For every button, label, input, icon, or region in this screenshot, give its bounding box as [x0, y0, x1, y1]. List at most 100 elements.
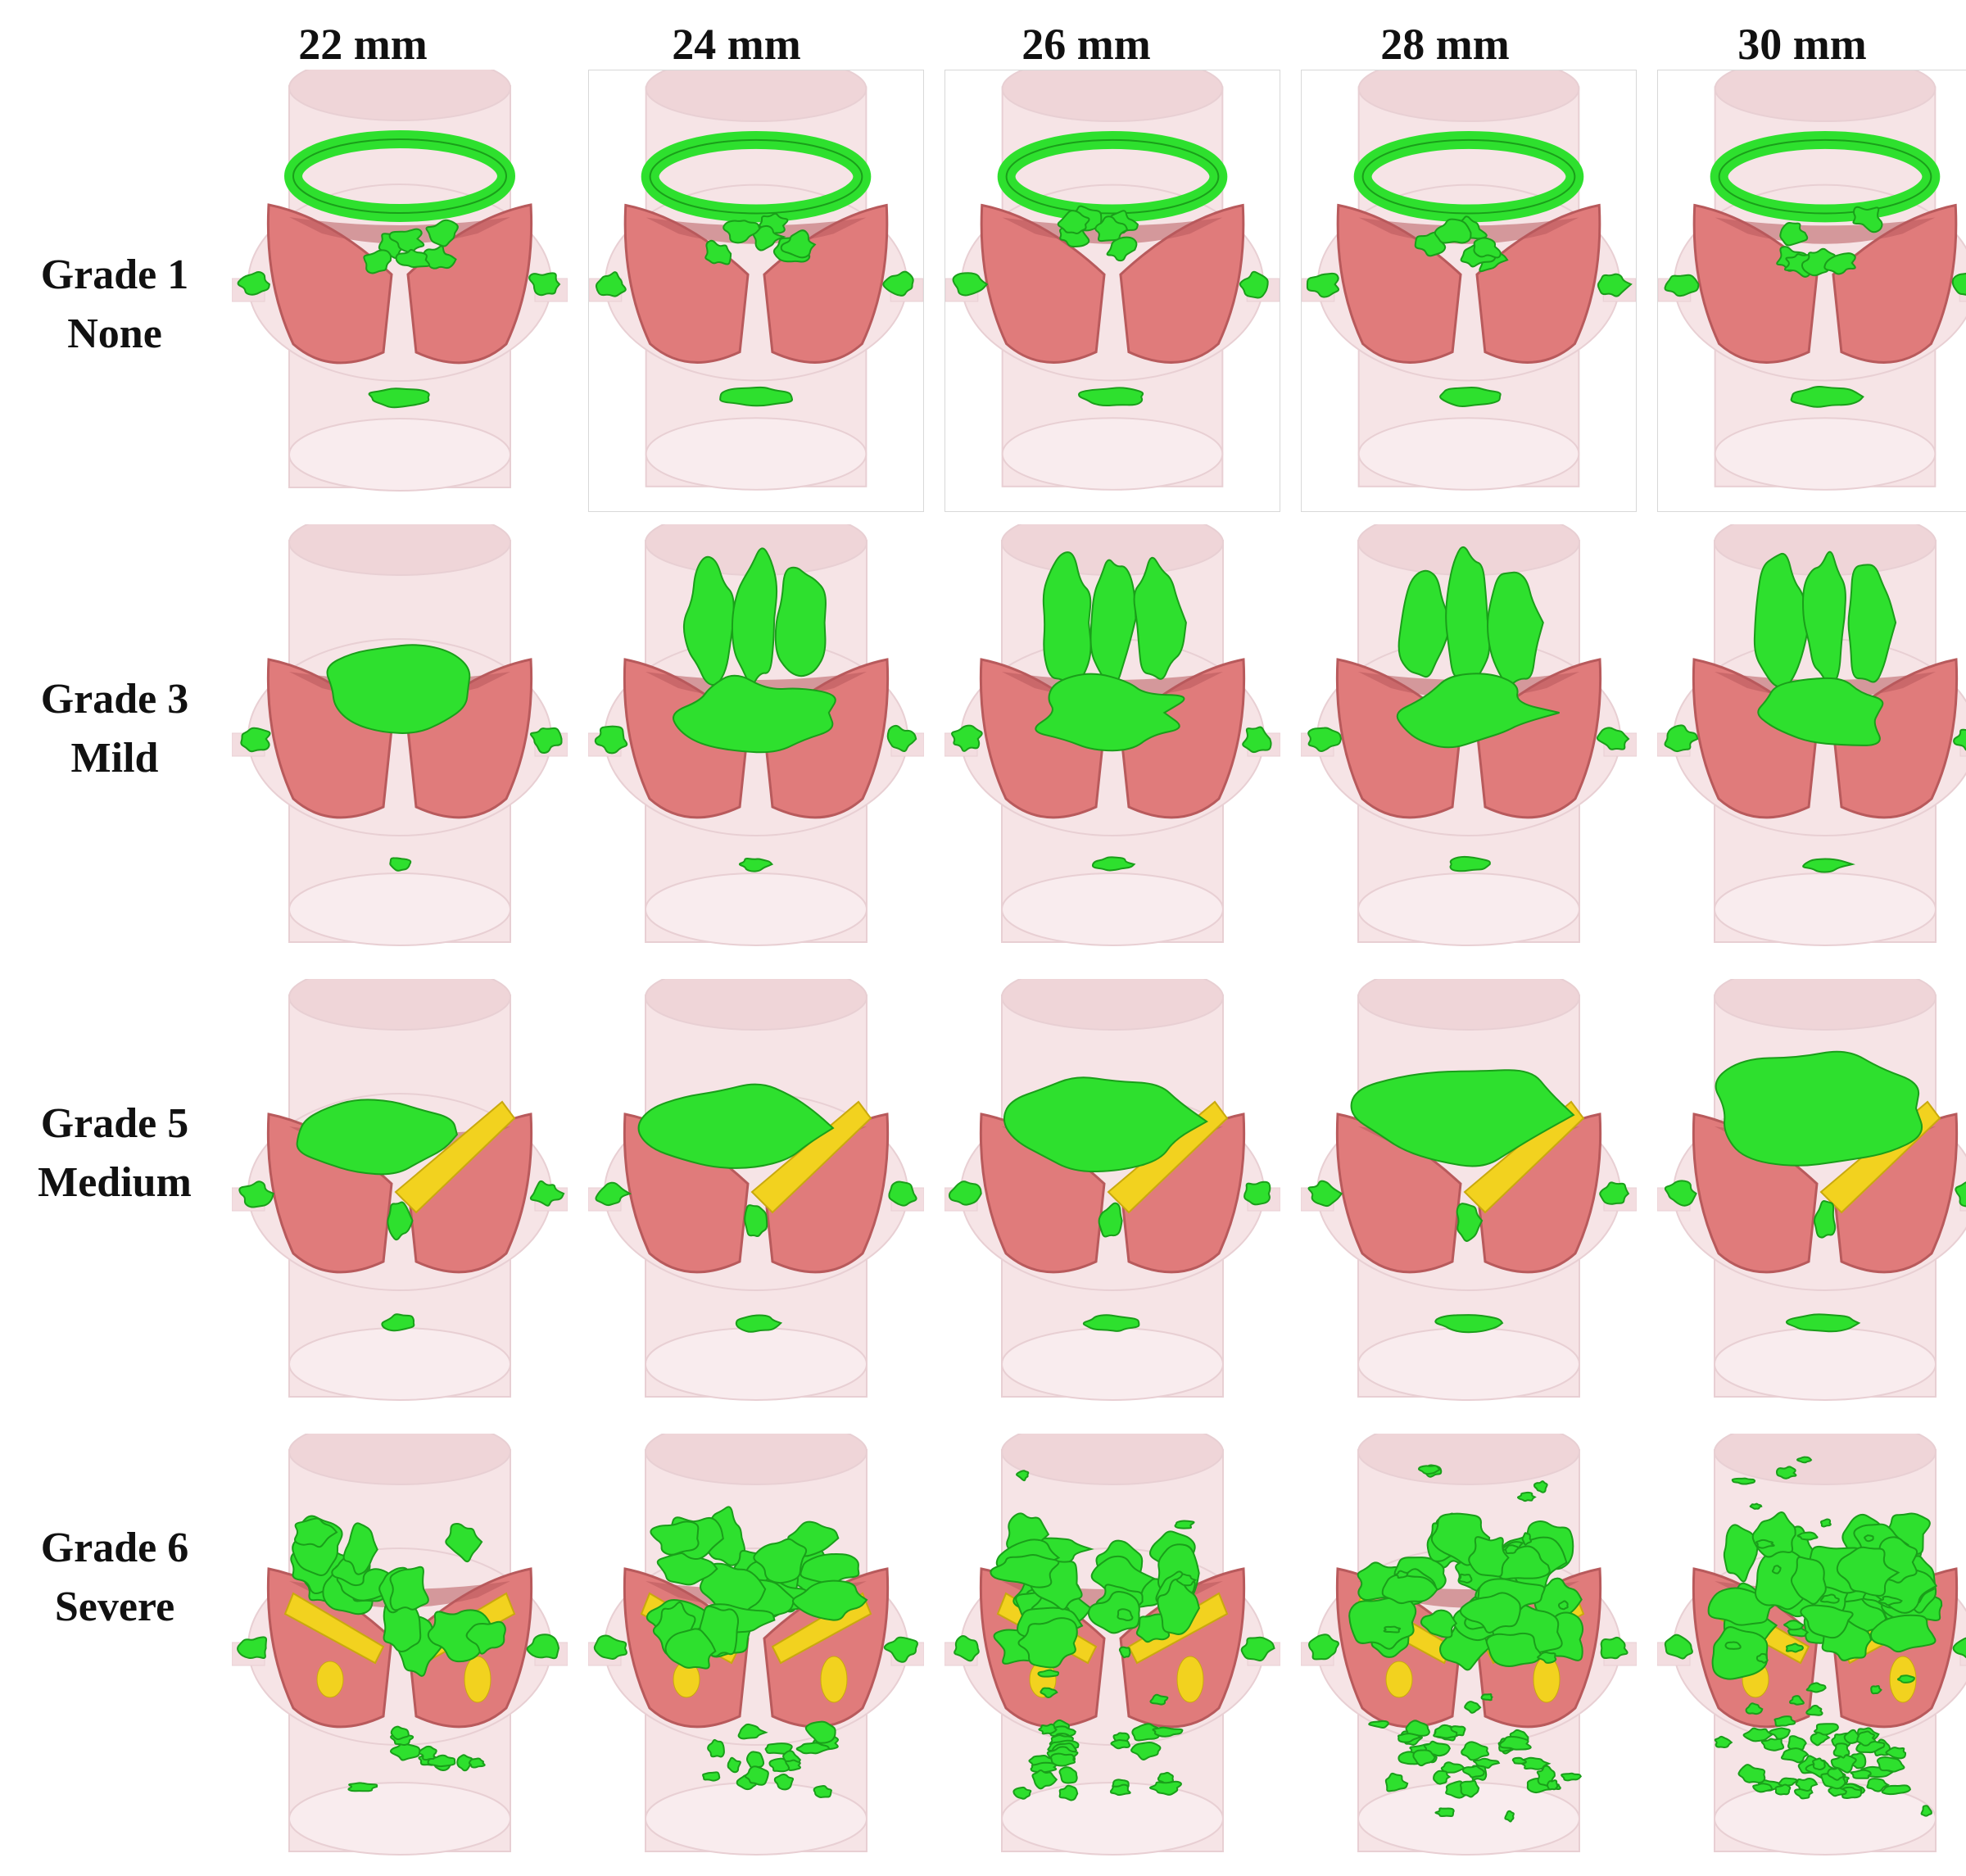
secondary-structure	[394, 1100, 516, 1214]
scattered-fragment	[1920, 1805, 1932, 1817]
wake-fragment	[773, 1773, 795, 1791]
wake-vortex	[1785, 1313, 1861, 1333]
wake-fragment	[1737, 1764, 1766, 1784]
wake-fragment	[1881, 1784, 1912, 1796]
vortex-structures	[240, 644, 563, 872]
scattered-fragment	[1870, 1685, 1882, 1695]
wake-vortex	[1091, 856, 1136, 872]
row-label-grade-6: Grade 6 Severe	[0, 1519, 229, 1637]
wake-fragment	[768, 1757, 790, 1773]
scattered-fragment	[1885, 1747, 1907, 1760]
side-vortex-right	[1243, 1180, 1271, 1206]
vortex-structures	[237, 130, 561, 409]
scattered-fragment	[1774, 1783, 1792, 1796]
wake-fragment	[1876, 1756, 1905, 1773]
vessel-render	[588, 1434, 924, 1856]
vortex-structures	[594, 547, 917, 872]
wake-fragment	[1814, 1723, 1839, 1736]
vortex-structures	[595, 130, 914, 407]
side-vortex-right	[1953, 728, 1966, 751]
wake-fragment	[1866, 1778, 1890, 1792]
simulation-panel	[588, 70, 924, 512]
turbulent-vortex	[389, 1566, 429, 1611]
side-vortex-right	[1951, 272, 1966, 296]
vortex-fragment	[1823, 252, 1856, 275]
wake-fragment	[418, 1745, 437, 1761]
scattered-fragment	[1537, 1652, 1557, 1664]
scattered-fragment	[1896, 1674, 1915, 1683]
turbulent-vortex	[1459, 1592, 1521, 1634]
wake-fragment	[727, 1756, 741, 1774]
vortex-core	[296, 1099, 458, 1176]
wake-fragment	[745, 1751, 765, 1770]
vortex-tube	[1487, 571, 1544, 686]
simulation-panel	[1301, 1434, 1637, 1876]
row-grade: Grade 6	[40, 1525, 189, 1571]
side-vortex-right	[1240, 1636, 1275, 1662]
turbulent-vortex	[664, 1628, 717, 1670]
simulation-panel	[1301, 70, 1637, 512]
scattered-fragment	[1755, 1652, 1769, 1664]
vortex-fragment	[1473, 237, 1502, 259]
side-vortex-right	[1955, 1181, 1966, 1208]
wake-fragment	[1130, 1741, 1162, 1760]
simulation-panel	[232, 70, 568, 512]
vortex-structures	[1664, 551, 1966, 873]
wake-vortex	[1790, 386, 1864, 408]
turbulent-vortex	[990, 1554, 1060, 1588]
wake-fragment	[1149, 1780, 1182, 1796]
vortex-core	[1715, 1050, 1923, 1167]
vortex-fragment	[780, 229, 817, 259]
vessel-render	[1658, 70, 1966, 491]
wake-fragment	[804, 1720, 836, 1744]
vortex-base	[1757, 677, 1884, 746]
wake-fragment	[702, 1771, 721, 1782]
side-vortex-right	[528, 272, 561, 297]
vortex-fragment	[704, 239, 732, 265]
turbulent-vortex	[1800, 1604, 1854, 1639]
side-vortex-right	[1596, 727, 1630, 750]
wake-fragment	[1109, 1783, 1131, 1797]
vortex-fragment	[1057, 210, 1090, 234]
wake-fragment	[744, 1765, 769, 1786]
row-severity: Severe	[54, 1584, 175, 1630]
scattered-fragment	[1795, 1778, 1819, 1792]
wake-vortex	[381, 1313, 415, 1332]
scattered-fragment	[1533, 1480, 1548, 1493]
vessel-render	[1657, 524, 1966, 946]
row-label-grade-3: Grade 3 Mild	[0, 670, 229, 788]
vortex-structures	[954, 1470, 1275, 1801]
vortex-fragment	[751, 224, 786, 251]
vortex-fragment	[1814, 1200, 1837, 1239]
side-vortex-left	[951, 724, 983, 752]
scattered-fragment	[1783, 1620, 1805, 1631]
side-vortex-left	[952, 272, 989, 297]
simulation-panel	[232, 524, 568, 967]
wake-fragment	[1058, 1766, 1078, 1784]
scattered-fragment	[1714, 1735, 1733, 1749]
side-vortex-right	[1600, 1636, 1629, 1660]
simulation-panel	[588, 1434, 924, 1876]
vortex-fragment	[1094, 215, 1129, 242]
vortex-fragment	[1779, 222, 1809, 247]
scattered-fragment	[1819, 1518, 1832, 1528]
scattered-fragment	[1521, 1532, 1533, 1546]
scattered-fragment	[1796, 1531, 1819, 1541]
turbulent-vortex	[753, 1538, 808, 1584]
side-vortex-left	[1664, 274, 1700, 297]
side-vortex-right	[883, 1636, 918, 1663]
vessel-render	[944, 1434, 1280, 1856]
vortex-tube	[1133, 556, 1187, 680]
turbulent-vortex	[700, 1562, 767, 1625]
simulation-panel	[1657, 1434, 1966, 1876]
scattered-fragment	[1775, 1466, 1797, 1480]
simulation-panel	[1301, 979, 1637, 1421]
wake-vortex	[389, 857, 412, 872]
row-severity: Medium	[38, 1159, 192, 1206]
vortex-tube	[682, 555, 735, 687]
vortex-tube	[1847, 564, 1897, 683]
scattered-fragment	[1789, 1695, 1805, 1706]
scattered-fragment	[1771, 1565, 1782, 1575]
side-vortex-left	[1307, 727, 1343, 752]
scattered-fragment	[1012, 1786, 1032, 1800]
